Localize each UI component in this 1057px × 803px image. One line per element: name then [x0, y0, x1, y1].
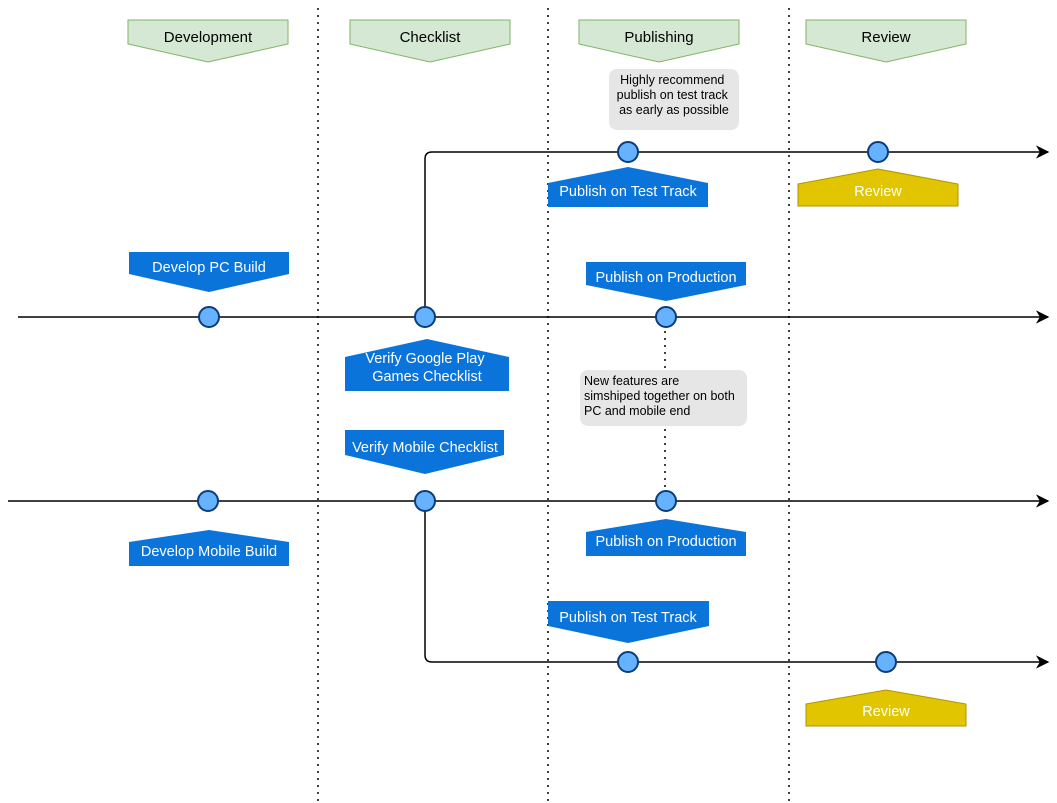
note-test-track-line-1: Highly recommend [620, 73, 724, 87]
label-publish-test-track-mobile-text: Publish on Test Track [559, 610, 697, 626]
label-verify-google-play-line-2: Games Checklist [372, 369, 482, 385]
flow-lines [8, 145, 1050, 669]
note-test-track-line-3: as early as possible [619, 103, 729, 117]
label-verify-mobile-checklist: Verify Mobile Checklist [345, 430, 504, 474]
node-verify-mobile [414, 490, 436, 512]
label-review-pc: Review [797, 168, 959, 207]
label-publish-production-mobile-text: Publish on Production [595, 534, 736, 550]
label-publish-test-track-pc: Publish on Test Track [548, 167, 708, 207]
phase-label-checklist: Checklist [400, 29, 462, 46]
note-simship: New features are simshiped together on b… [580, 370, 747, 426]
node-publish-production-pc [655, 306, 677, 328]
label-publish-test-track-pc-text: Publish on Test Track [559, 184, 697, 200]
label-publish-production-mobile: Publish on Production [586, 519, 746, 556]
label-develop-mobile-build: Develop Mobile Build [129, 530, 289, 566]
label-verify-mobile-checklist-text: Verify Mobile Checklist [352, 440, 498, 456]
note-simship-line-2: simshiped together on both [584, 389, 735, 403]
phase-label-publishing: Publishing [624, 29, 693, 46]
phase-header-review: Review [805, 19, 967, 63]
note-simship-line-1: New features are [584, 374, 679, 388]
mobile-test-track-line [424, 501, 1050, 669]
node-review-mobile [875, 651, 897, 673]
pc-test-track-line [424, 145, 1050, 317]
label-review-mobile: Review [805, 689, 967, 727]
phase-label-development: Development [164, 29, 253, 46]
phase-label-review: Review [861, 29, 910, 46]
label-publish-production-pc: Publish on Production [586, 262, 746, 301]
node-develop-pc [198, 306, 220, 328]
phase-header-development: Development [127, 19, 289, 63]
label-publish-test-track-mobile: Publish on Test Track [548, 601, 709, 643]
node-review-pc [867, 141, 889, 163]
note-simship-line-3: PC and mobile end [584, 404, 690, 418]
node-verify-google-play [414, 306, 436, 328]
node-publish-production-mobile [655, 490, 677, 512]
label-review-pc-text: Review [854, 184, 902, 200]
label-verify-google-play: Verify Google Play Games Checklist [345, 339, 509, 391]
label-develop-pc-build-text: Develop PC Build [152, 260, 266, 276]
phase-header-checklist: Checklist [349, 19, 511, 63]
label-review-mobile-text: Review [862, 704, 910, 720]
svg-text:Verify Google Play Games: Verify Google Play Games Checklist [365, 351, 488, 385]
label-develop-mobile-build-text: Develop Mobile Build [141, 544, 277, 560]
phase-header-publishing: Publishing [578, 19, 740, 63]
note-test-track-line-2: publish on test track [617, 88, 729, 102]
label-verify-google-play-line-1: Verify Google Play [365, 351, 485, 367]
nodes [197, 141, 897, 673]
label-publish-production-pc-text: Publish on Production [595, 270, 736, 286]
node-publish-test-track-pc [617, 141, 639, 163]
svg-text:New features are simship: New features are simshiped together on b… [584, 374, 738, 418]
svg-text:Highly recommend publish: Highly recommend publish on test track a… [617, 73, 732, 117]
node-develop-mobile [197, 490, 219, 512]
note-test-track: Highly recommend publish on test track a… [609, 69, 739, 130]
node-publish-test-track-mobile [617, 651, 639, 673]
label-develop-pc-build: Develop PC Build [129, 252, 289, 292]
